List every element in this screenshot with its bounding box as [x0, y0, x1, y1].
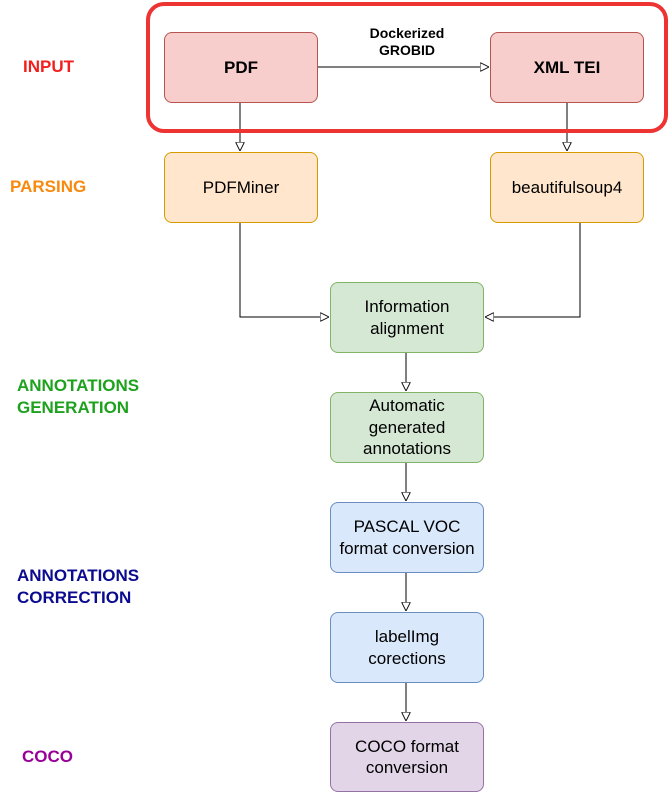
- node-automatic-generated-annotations: Automatic generated annotations: [330, 392, 484, 463]
- stage-label-coco: COCO: [22, 746, 73, 768]
- stage-label-line: INPUT: [23, 57, 74, 76]
- node-label: COCO format: [355, 736, 459, 756]
- edge-label-dockerized-grobid: Dockerized GROBID: [347, 25, 467, 59]
- node-pascal-voc-conversion: PASCAL VOC format conversion: [330, 502, 484, 573]
- node-label: format conversion: [339, 538, 475, 558]
- stage-label-line: COCO: [22, 747, 73, 766]
- stage-label-annotations-generation: ANNOTATIONS GENERATION: [17, 375, 139, 419]
- node-label: generated: [368, 417, 446, 437]
- node-pdf: PDF: [164, 32, 318, 103]
- node-label: Automatic: [369, 396, 445, 416]
- node-coco-format-conversion: COCO format conversion: [330, 722, 484, 792]
- node-labelimg-corrections: labelImg corections: [330, 612, 484, 683]
- node-label: Information: [364, 297, 450, 316]
- stage-label-input: INPUT: [23, 56, 74, 78]
- node-label: PDF: [224, 57, 258, 77]
- node-label: alignment: [370, 318, 444, 338]
- node-label: PDFMiner: [202, 177, 280, 197]
- input-highlight-box: [146, 2, 668, 133]
- stage-label-parsing: PARSING: [10, 176, 86, 198]
- node-pdfminer: PDFMiner: [164, 152, 318, 223]
- edge-beautifulsoup-to-alignment: [485, 223, 581, 317]
- node-label: conversion: [365, 758, 449, 777]
- node-label: XML TEI: [533, 57, 601, 77]
- stage-label-annotations-correction: ANNOTATIONS CORRECTION: [17, 565, 139, 609]
- node-label: PASCAL VOC: [353, 517, 461, 536]
- edge-label-line: GROBID: [379, 42, 435, 58]
- stage-label-line: PARSING: [10, 177, 87, 196]
- node-information-alignment: Information alignment: [330, 282, 484, 353]
- stage-label-line: ANNOTATIONS: [17, 376, 140, 395]
- node-label: beautifulsoup4: [511, 177, 623, 197]
- edge-pdfminer-to-alignment: [239, 223, 329, 317]
- node-label: labelImg: [374, 627, 440, 646]
- node-label: corections: [368, 648, 446, 668]
- node-label: annotations: [363, 439, 451, 459]
- stage-label-line: GENERATION: [17, 398, 130, 417]
- node-xml-tei: XML TEI: [490, 32, 644, 103]
- node-beautifulsoup4: beautifulsoup4: [490, 152, 644, 223]
- stage-label-line: CORRECTION: [17, 588, 132, 607]
- stage-label-line: ANNOTATIONS: [17, 566, 140, 585]
- edge-label-line: Dockerized: [369, 25, 445, 41]
